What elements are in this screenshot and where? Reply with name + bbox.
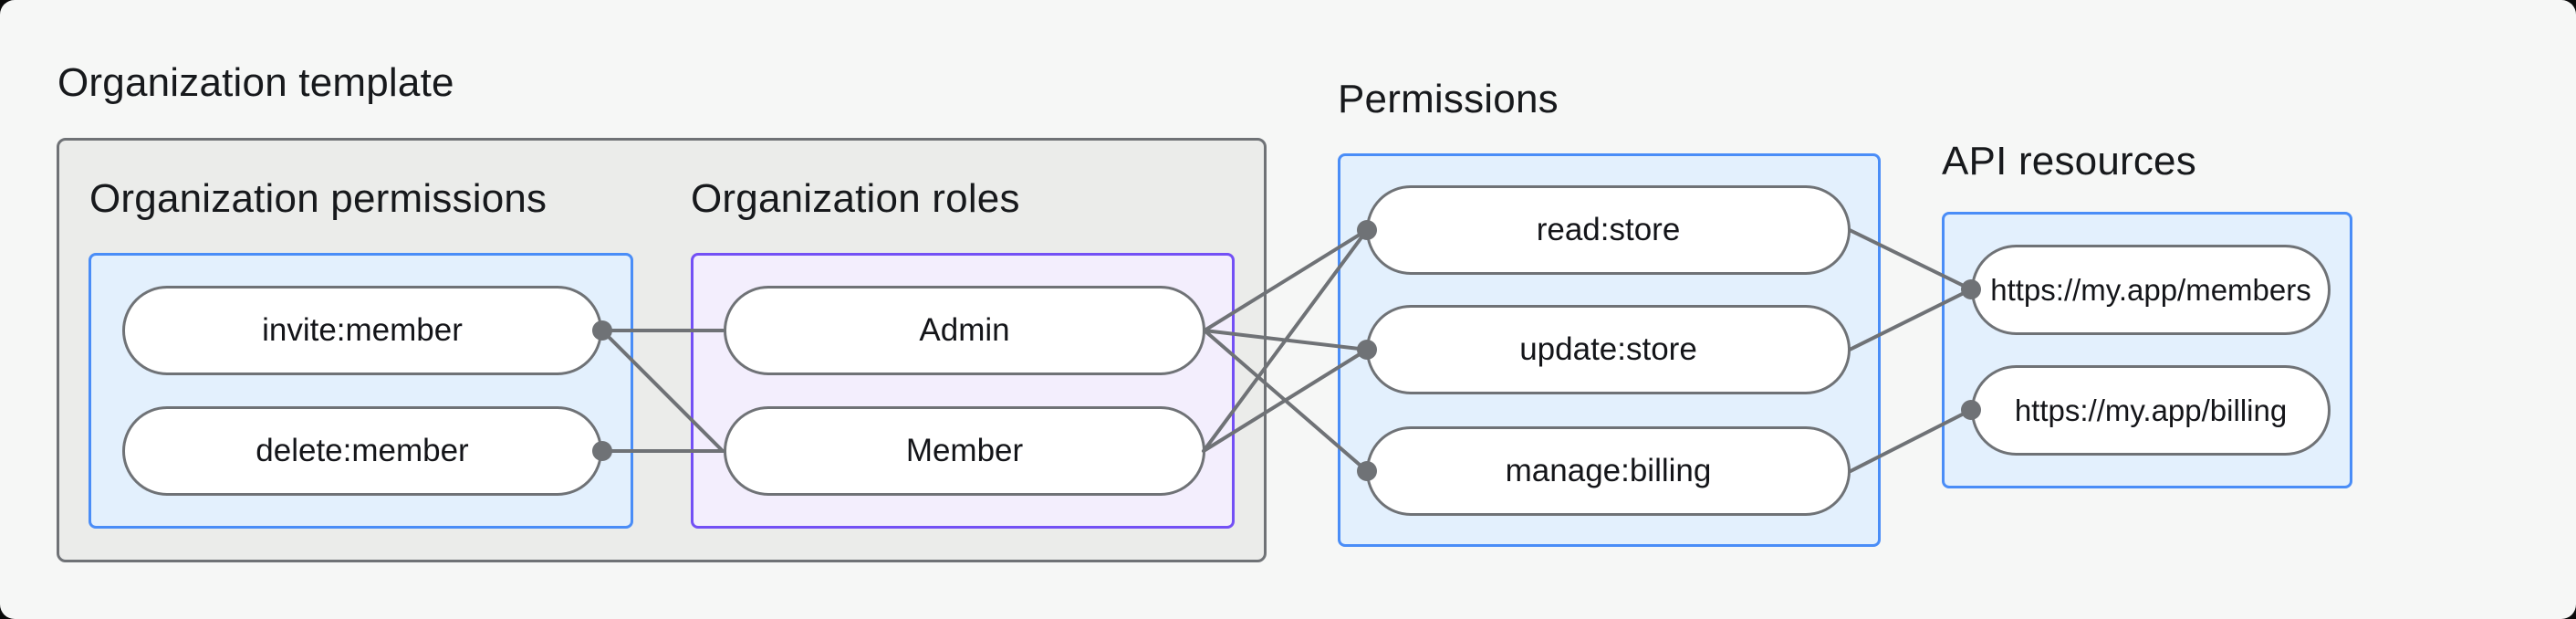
node-api-members-url: https://my.app/members: [1971, 245, 2331, 335]
organization-template-label: Organization template: [57, 60, 454, 105]
node-invite-member: invite:member: [122, 286, 602, 375]
node-delete-member: delete:member: [122, 406, 602, 496]
node-read-store: read:store: [1366, 185, 1851, 275]
node-update-store: update:store: [1366, 305, 1851, 394]
organization-permissions-label: Organization permissions: [89, 176, 548, 221]
node-member-role: Member: [724, 406, 1205, 496]
node-admin-role: Admin: [724, 286, 1205, 375]
permissions-label: Permissions: [1338, 77, 1559, 121]
node-manage-billing: manage:billing: [1366, 426, 1851, 516]
organization-roles-label: Organization roles: [691, 176, 1020, 221]
node-api-billing-url: https://my.app/billing: [1971, 365, 2331, 456]
api-resources-label: API resources: [1942, 139, 2196, 184]
